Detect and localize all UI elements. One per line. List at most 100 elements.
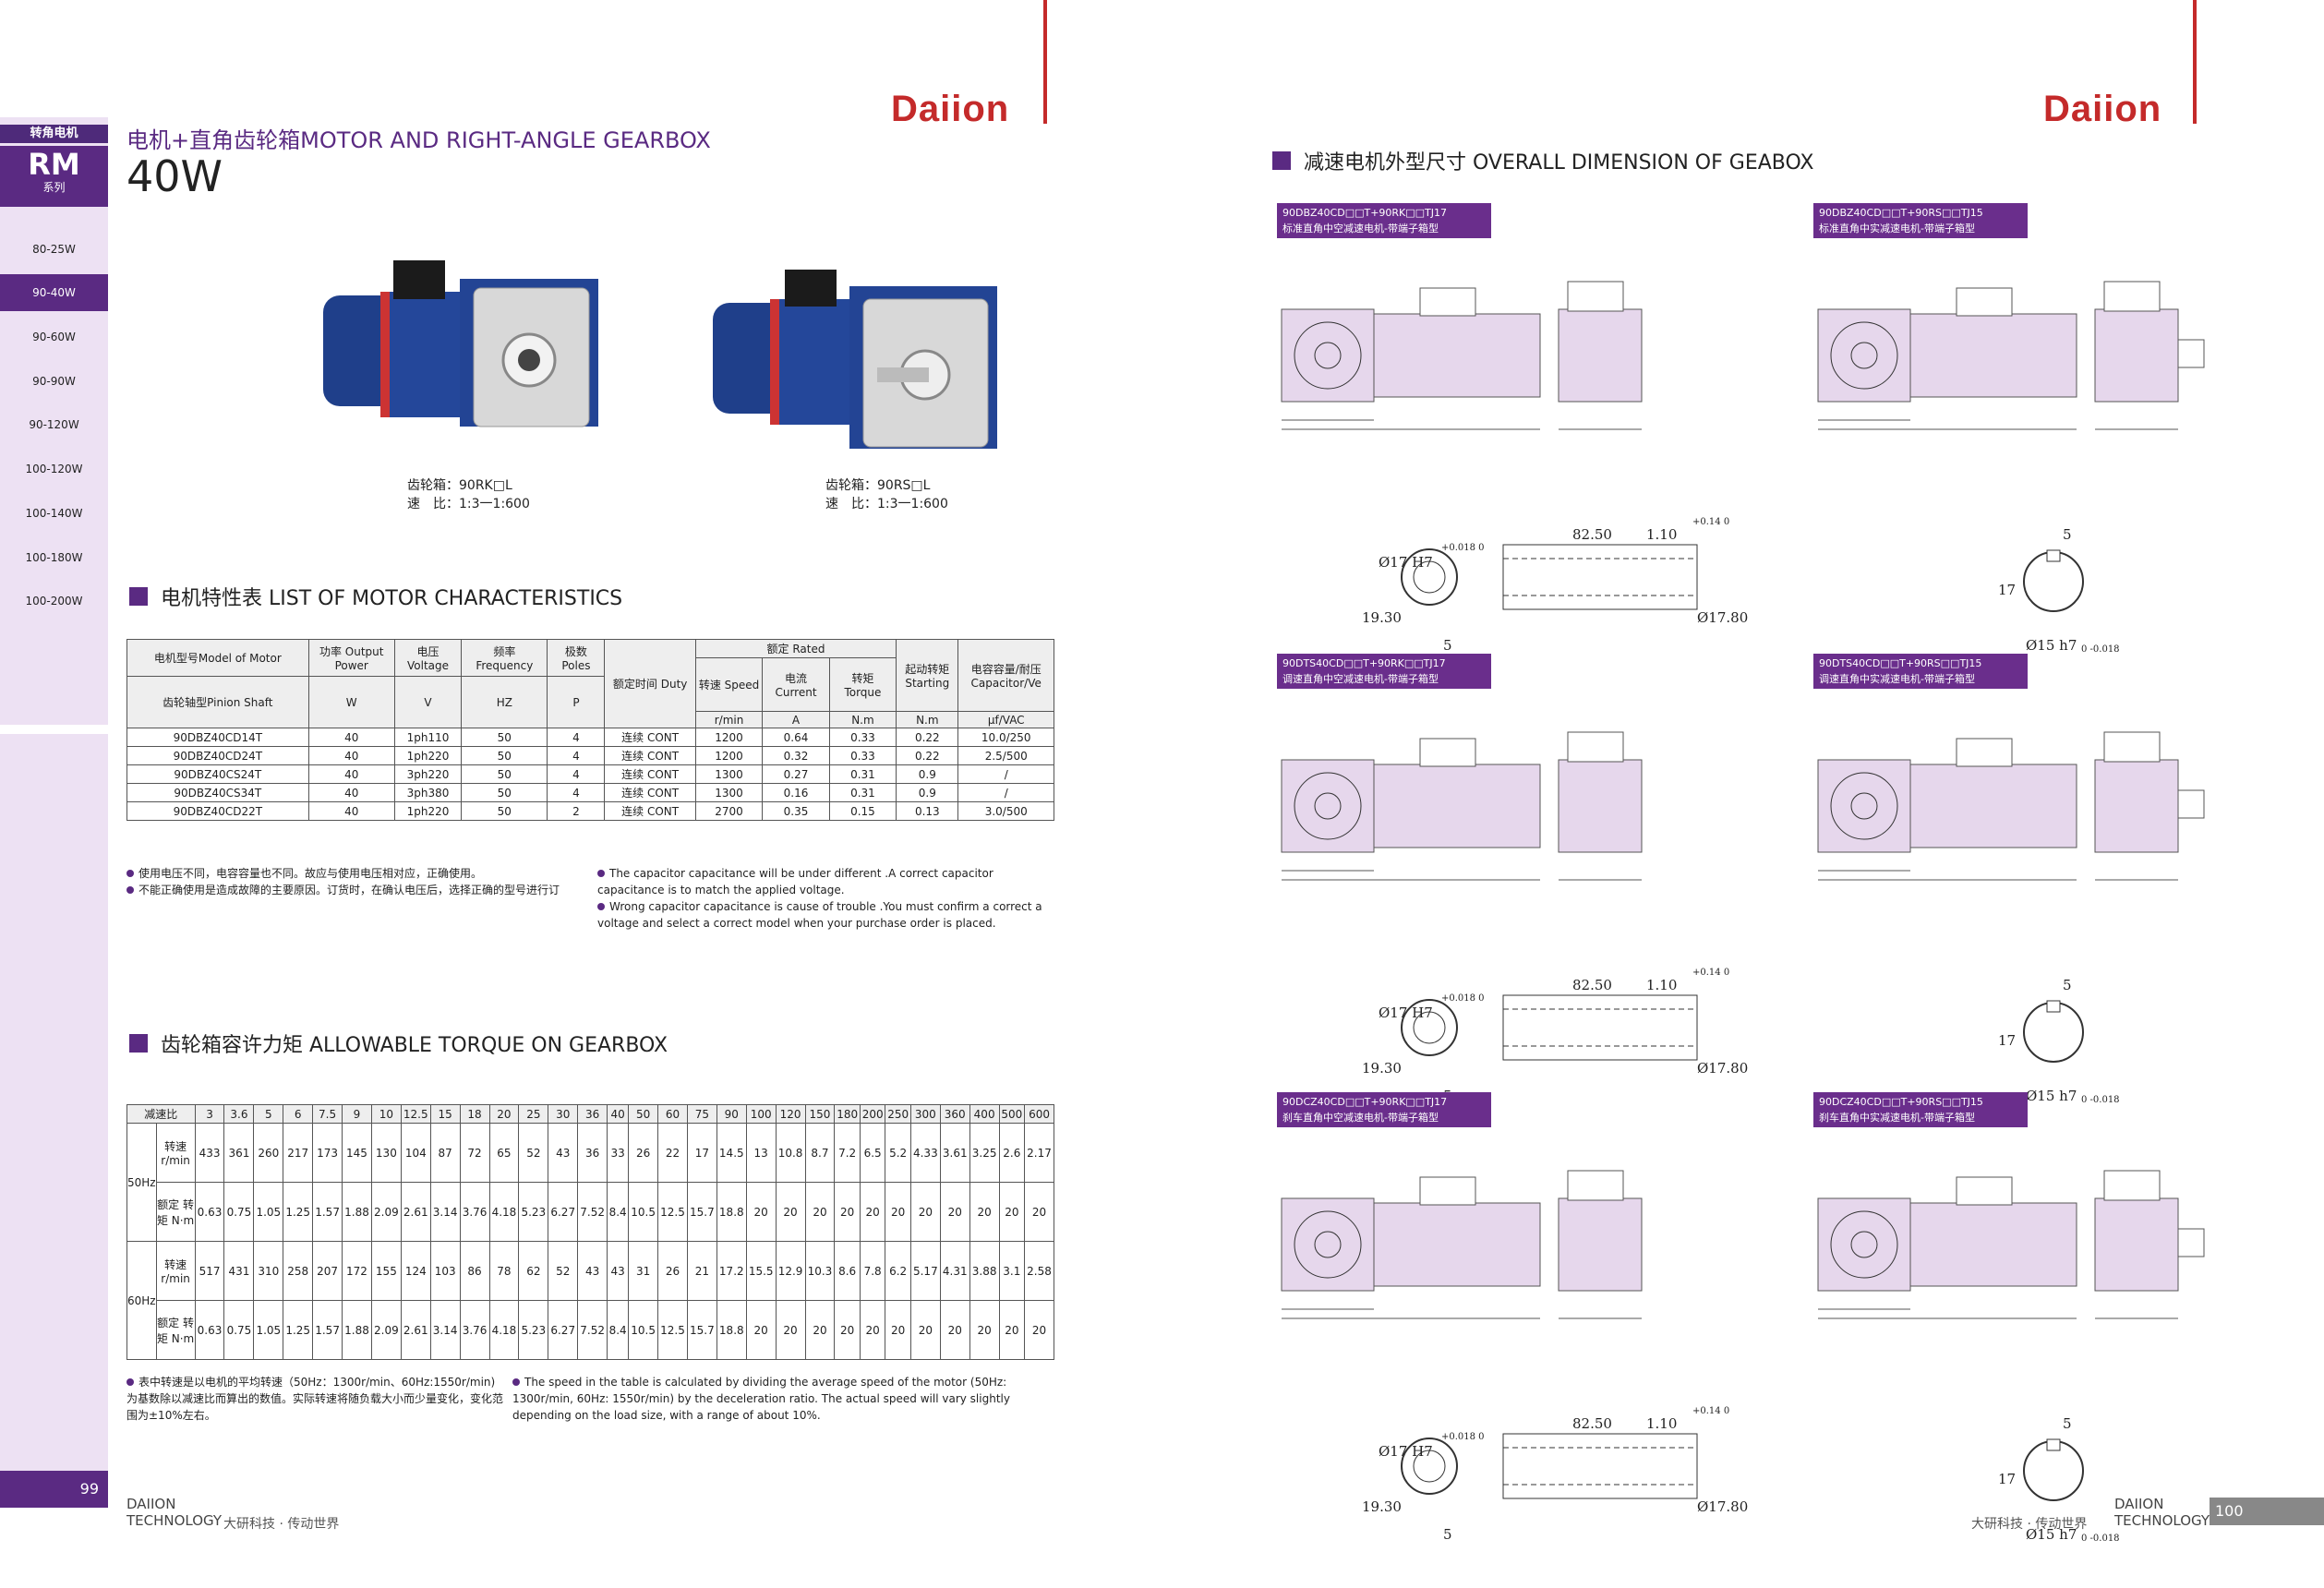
dim-h: 19.30	[1362, 1060, 1402, 1077]
speed-cell: 52	[548, 1241, 579, 1301]
outline-drawing	[1281, 281, 1643, 430]
notes-cn: 使用电压不同，电容容量也不同。故应与使用电压相对应，正确使用。 不能正确使用是造…	[126, 865, 597, 898]
torque-cell: 20	[859, 1300, 886, 1360]
dim-bore: Ø17 H7	[1379, 1005, 1433, 1021]
dim-len: 82.50	[1572, 526, 1612, 543]
speed-cell: 4.33	[909, 1123, 941, 1183]
torque-cell: 1.25	[283, 1300, 314, 1360]
table-cell: 1ph220	[393, 801, 463, 821]
ratio-cell: 3	[194, 1104, 225, 1124]
torque-cell: 20	[885, 1300, 911, 1360]
speed-cell: 2.58	[1024, 1241, 1054, 1301]
section-title: 电机特性表 LIST OF MOTOR CHARACTERISTICS	[161, 587, 623, 610]
h-speed: 转速 Speed	[694, 657, 764, 712]
torque-cell: 20	[804, 1182, 836, 1242]
table-cell: 50	[461, 746, 548, 765]
ratio-cell: 3.6	[223, 1104, 255, 1124]
sidebar-item-80-25w[interactable]: 80-25W	[32, 243, 76, 256]
torque-cell: 20	[1024, 1182, 1054, 1242]
speed-cell: 517	[194, 1241, 225, 1301]
note-line: 不能正确使用是造成故障的主要原因。订货时，在确认电压后，选择正确的型号进行订	[138, 884, 560, 896]
torque-cell: 8.4	[607, 1182, 630, 1242]
speed-cell: 433	[194, 1123, 225, 1183]
speed-cell: 217	[283, 1123, 314, 1183]
speed-cell: 173	[312, 1123, 343, 1183]
speed-cell: 172	[342, 1241, 372, 1301]
section-title: 减速电机外型尺寸 OVERALL DIMENSION OF GEABOX	[1304, 151, 1814, 174]
speed-cell: 62	[518, 1241, 549, 1301]
sidebar-item-100-120w[interactable]: 100-120W	[25, 463, 83, 475]
speed-cell: 3.61	[939, 1123, 970, 1183]
ratio-cell: 18	[459, 1104, 490, 1124]
speed-cell: 7.8	[859, 1241, 886, 1301]
dim-key: 5	[1443, 1526, 1452, 1543]
table-cell: 2700	[694, 801, 764, 821]
footer-brand-left: DAIION TECHNOLOGY	[126, 1496, 222, 1529]
sidebar-item-100-200w[interactable]: 100-200W	[25, 595, 83, 608]
ratio-cell: 150	[804, 1104, 836, 1124]
speed-cell: 3.88	[969, 1241, 1000, 1301]
model-tag-line: 90DTS40CD□□T+90RK□□TJ17	[1282, 657, 1446, 669]
torque-cell: 4.18	[488, 1182, 520, 1242]
torque-cell: 3.14	[429, 1300, 461, 1360]
torque-cell: 2.09	[370, 1182, 402, 1242]
series-code: RM	[28, 147, 80, 182]
torque-cell: 6.27	[548, 1300, 579, 1360]
hollow-shaft-detail	[1401, 994, 1698, 1061]
ratio-cell: 20	[488, 1104, 520, 1124]
torque-cell: 20	[998, 1182, 1026, 1242]
h-power: 功率 Output Power	[307, 639, 395, 677]
torque-cell: 20	[969, 1300, 1000, 1360]
h-torque: 转矩 Torque	[828, 657, 897, 712]
table-cell: /	[957, 764, 1054, 784]
ratio-header: 减速比	[126, 1104, 196, 1124]
model-tag-line: 90DTS40CD□□T+90RS□□TJ15	[1819, 657, 1982, 669]
footer-slogan-right: 大研科技 · 传动世界	[1971, 1517, 2088, 1532]
speed-cell: 145	[342, 1123, 372, 1183]
torque-cell: 20	[745, 1300, 777, 1360]
torque-cell: 20	[885, 1182, 911, 1242]
sidebar-item-90-90w[interactable]: 90-90W	[32, 375, 76, 388]
h-current: 电流 Current	[762, 657, 830, 712]
torque-cell: 12.5	[657, 1300, 688, 1360]
ratio-cell: 25	[518, 1104, 549, 1124]
dim-tol: +0.018 0	[1441, 993, 1485, 1004]
table-cell: 1200	[694, 728, 764, 747]
ratio-cell: 300	[909, 1104, 941, 1124]
torque-cell: 3.76	[459, 1300, 490, 1360]
speed-cell: 258	[283, 1241, 314, 1301]
speed-cell: 26	[657, 1241, 688, 1301]
table-cell: 90DBZ40CD24T	[126, 746, 309, 765]
speed-cell: 10.8	[775, 1123, 806, 1183]
table-cell: 2.5/500	[957, 746, 1054, 765]
h-model: 电机型号Model of Motor	[126, 639, 309, 677]
torque-cell: 1.05	[253, 1182, 284, 1242]
table-cell: 0.35	[762, 801, 830, 821]
torque-cell: 2.09	[370, 1300, 402, 1360]
speed-cell: 260	[253, 1123, 284, 1183]
sidebar-item-90-60w[interactable]: 90-60W	[32, 331, 76, 343]
table-cell: 90DBZ40CS34T	[126, 783, 309, 802]
unit-power: W	[307, 676, 395, 728]
table-cell: 连续 CONT	[604, 746, 696, 765]
ratio-cell: 120	[775, 1104, 806, 1124]
speed-cell: 6.2	[885, 1241, 911, 1301]
table-cell: 0.64	[762, 728, 830, 747]
dim-od: Ø17.80	[1697, 1060, 1749, 1077]
speed-cell: 8.7	[804, 1123, 836, 1183]
torque-cell: 15.7	[686, 1300, 717, 1360]
sidebar-item-90-120w[interactable]: 90-120W	[29, 418, 79, 431]
sidebar-item-90-40w[interactable]: 90-40W	[0, 274, 108, 311]
torque-cell: 18.8	[716, 1182, 747, 1242]
sidebar-item-100-180w[interactable]: 100-180W	[25, 551, 83, 564]
speed-cell: 2.17	[1024, 1123, 1054, 1183]
torque-cell: 20	[804, 1300, 836, 1360]
speed-cell: 17.2	[716, 1241, 747, 1301]
model-tag-line: 调速直角中空减速电机-带端子箱型	[1282, 673, 1439, 685]
torque-cell: 20	[1024, 1300, 1054, 1360]
solid-shaft-detail	[2023, 1438, 2084, 1501]
torque-cell: 3.76	[459, 1182, 490, 1242]
ratio-cell: 5	[253, 1104, 284, 1124]
sidebar-item-100-140w[interactable]: 100-140W	[25, 507, 83, 520]
